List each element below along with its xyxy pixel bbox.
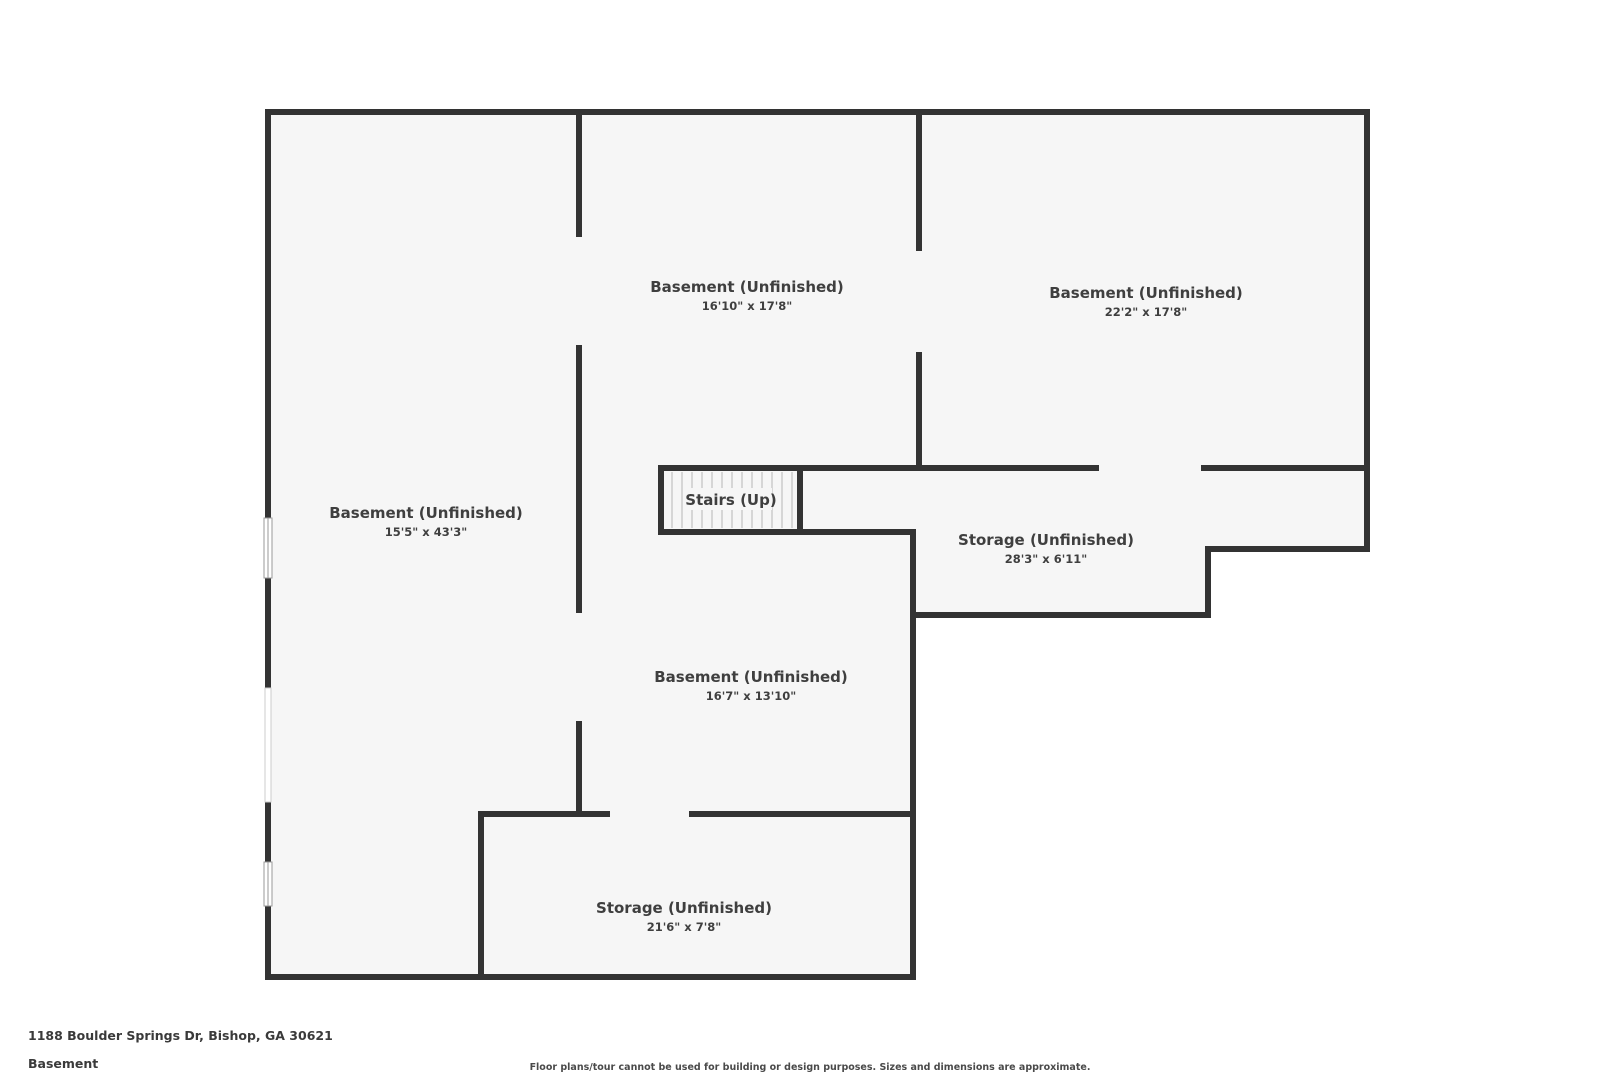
room-dim-left-basement: 15'5" x 43'3" bbox=[385, 525, 467, 539]
floor-area bbox=[268, 112, 1367, 977]
room-dim-center-basement: 16'7" x 13'10" bbox=[706, 689, 796, 703]
windows bbox=[263, 517, 273, 907]
room-dim-top-right-basement: 22'2" x 17'8" bbox=[1105, 305, 1187, 319]
walls bbox=[265, 109, 1370, 980]
room-name-left-basement: Basement (Unfinished) bbox=[329, 504, 523, 522]
window bbox=[264, 687, 272, 803]
room-name-bottom-storage: Storage (Unfinished) bbox=[596, 899, 772, 917]
room-dim-right-storage: 28'3" x 6'11" bbox=[1005, 552, 1087, 566]
room-dim-top-middle-basement: 16'10" x 17'8" bbox=[702, 299, 792, 313]
room-name-top-right-basement: Basement (Unfinished) bbox=[1049, 284, 1243, 302]
disclaimer: Floor plans/tour cannot be used for buil… bbox=[529, 1062, 1091, 1073]
floor-level-label: Basement bbox=[28, 1056, 99, 1071]
room-name-center-basement: Basement (Unfinished) bbox=[654, 668, 848, 686]
room-name-right-storage: Storage (Unfinished) bbox=[958, 531, 1134, 549]
property-address: 1188 Boulder Springs Dr, Bishop, GA 3062… bbox=[28, 1028, 333, 1043]
stairs-label: Stairs (Up) bbox=[685, 491, 776, 509]
room-name-top-middle-basement: Basement (Unfinished) bbox=[650, 278, 844, 296]
room-dim-bottom-storage: 21'6" x 7'8" bbox=[647, 920, 721, 934]
